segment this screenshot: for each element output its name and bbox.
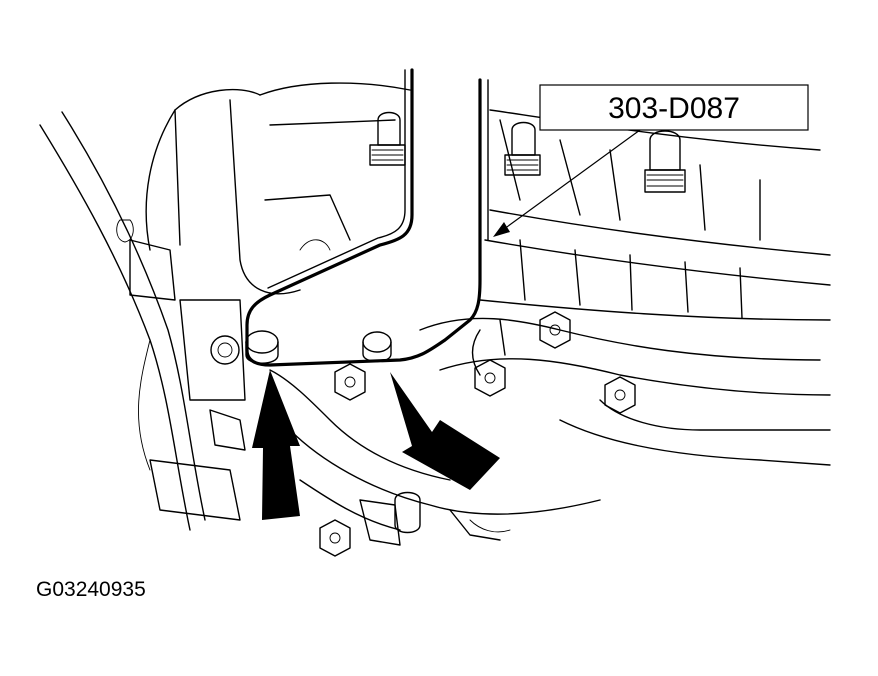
tool-callout-label: 303-D087 xyxy=(608,92,740,125)
bolt-lower-2 xyxy=(474,359,506,397)
engine-background xyxy=(39,82,831,557)
indicator-arrow-right xyxy=(390,372,500,490)
bolt-lower-4 xyxy=(334,363,366,401)
tool-pin-right xyxy=(362,331,392,363)
bolt-lower-1 xyxy=(539,311,571,349)
tool-pin-left xyxy=(245,330,279,364)
figure-id: G03240935 xyxy=(36,578,146,601)
bolt-upper-mid xyxy=(504,121,541,176)
indicator-arrow-left xyxy=(252,370,300,520)
callout-leader xyxy=(493,129,641,237)
bolt-lower-3 xyxy=(604,376,636,414)
bolt-lower-5 xyxy=(319,519,351,557)
special-tool-303-D087 xyxy=(245,68,489,367)
tool-callout: 303-D087 xyxy=(539,84,809,131)
bolt-upper-right xyxy=(644,130,686,193)
